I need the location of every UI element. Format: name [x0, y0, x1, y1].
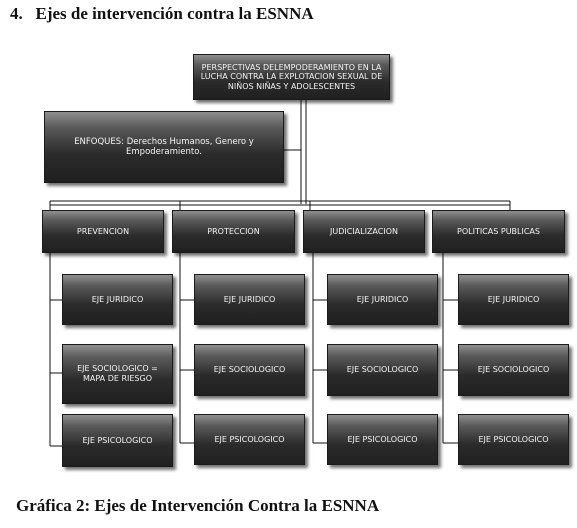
eje-label: EJE JURIDICO: [356, 294, 409, 304]
eje-juridico-node: EJE JURIDICO: [327, 274, 438, 325]
eje-label: EJE PSICOLOGICO: [82, 435, 153, 445]
eje-label: EJE PSICOLOGICO: [214, 434, 285, 444]
figure-caption: Gráfica 2: Ejes de Intervención Contra l…: [16, 496, 380, 515]
branch-prevencion: PREVENCION: [42, 210, 164, 253]
root-node: PERSPECTIVAS DELEMPODERAMIENTO EN LA LUC…: [193, 54, 390, 100]
section-heading: 4. Ejes de intervención contra la ESNNA: [10, 4, 314, 23]
eje-psicologico-node: EJE PSICOLOGICO: [62, 414, 173, 467]
branch-politicas-publicas: POLITICAS PUBLICAS: [432, 210, 565, 253]
eje-label: EJE SOCIOLOGICO: [477, 365, 550, 375]
eje-label: EJE JURIDICO: [91, 294, 144, 304]
eje-sociologico-node: EJE SOCIOLOGICO: [458, 344, 569, 396]
eje-psicologico-node: EJE PSICOLOGICO: [458, 414, 569, 465]
branch-proteccion: PROTECCION: [172, 210, 295, 253]
eje-juridico-node: EJE JURIDICO: [194, 274, 305, 325]
branch-label: POLITICAS PUBLICAS: [457, 226, 540, 236]
branch-judicializacion: JUDICIALIZACION: [303, 210, 425, 253]
eje-label: EJE JURIDICO: [487, 294, 540, 304]
eje-label: EJE PSICOLOGICO: [347, 434, 418, 444]
eje-label: EJE SOCIOLOGICO: [346, 365, 419, 375]
eje-label: EJE SOCIOLOGICO: [213, 365, 286, 375]
eje-label: EJE PSICOLOGICO: [478, 434, 549, 444]
eje-sociologico-node: EJE SOCIOLOGICO: [194, 344, 305, 396]
branch-label: PREVENCION: [76, 226, 130, 236]
enfoques-node-label: ENFOQUES: Derechos Humanos, Genero y Emp…: [74, 136, 254, 157]
eje-psicologico-node: EJE PSICOLOGICO: [194, 414, 305, 465]
eje-label: EJE JURIDICO: [223, 294, 276, 304]
eje-label: EJE SOCIOLOGICO = MAPA DE RIESGO: [77, 364, 158, 383]
eje-juridico-node: EJE JURIDICO: [458, 274, 569, 325]
branch-label: JUDICIALIZACION: [329, 226, 398, 236]
eje-sociologico-node: EJE SOCIOLOGICO = MAPA DE RIESGO: [62, 344, 173, 404]
eje-sociologico-node: EJE SOCIOLOGICO: [327, 344, 438, 396]
branch-label: PROTECCION: [207, 226, 260, 236]
enfoques-node: ENFOQUES: Derechos Humanos, Genero y Emp…: [44, 111, 284, 183]
root-node-label: PERSPECTIVAS DELEMPODERAMIENTO EN LA LUC…: [200, 62, 383, 91]
eje-psicologico-node: EJE PSICOLOGICO: [327, 414, 438, 465]
eje-juridico-node: EJE JURIDICO: [62, 274, 173, 325]
